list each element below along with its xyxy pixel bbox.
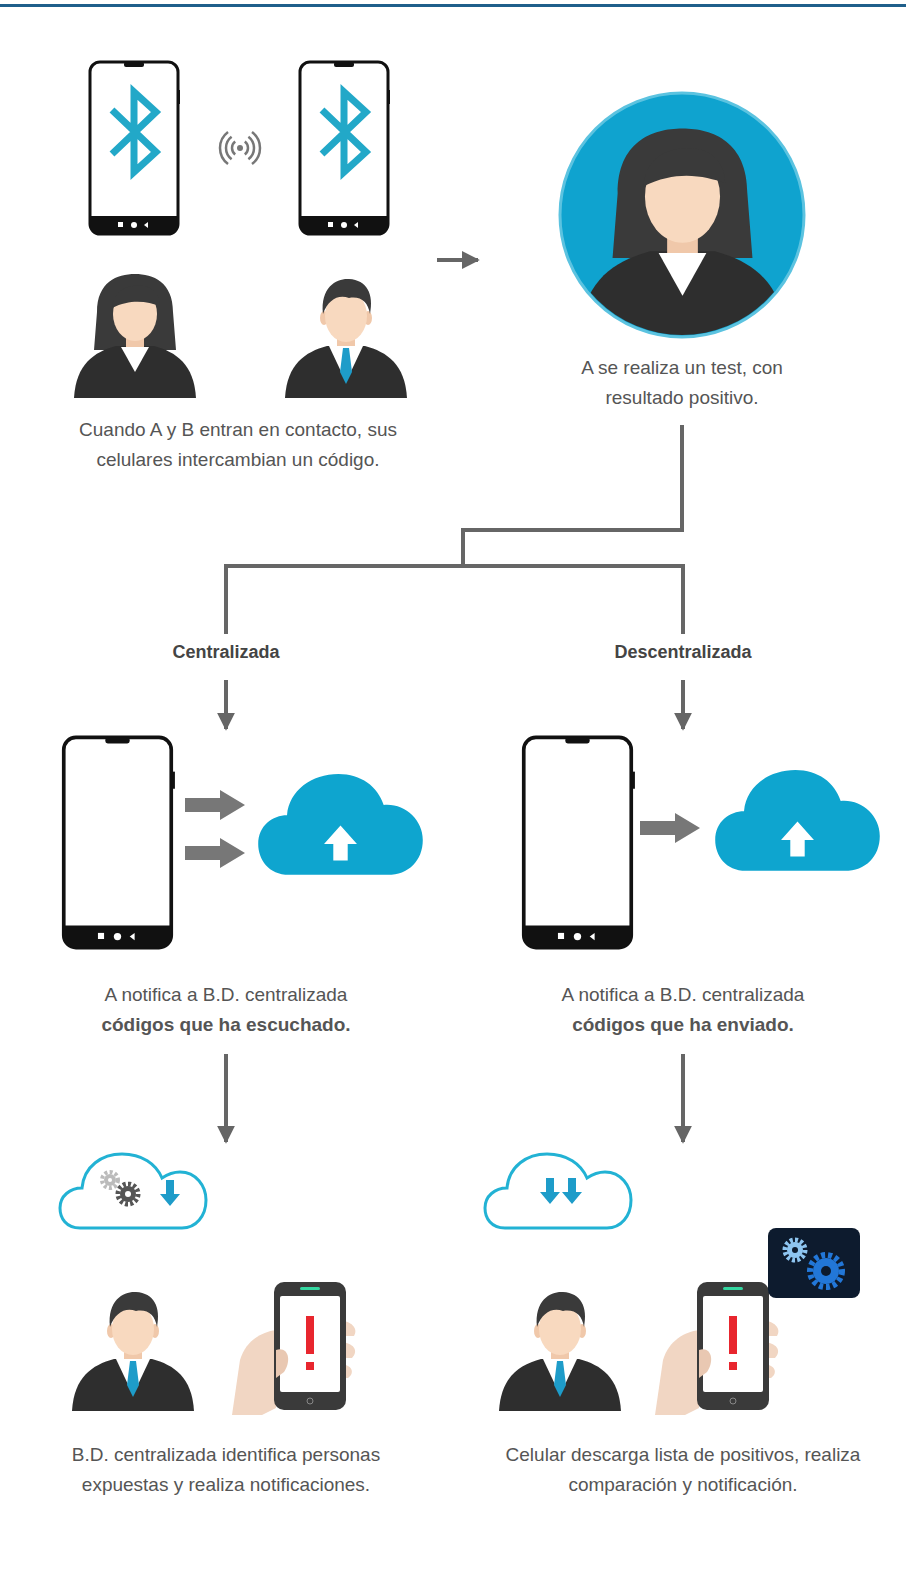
caption-text: A se realiza un test, con resultado posi… bbox=[552, 353, 812, 413]
phone-icon bbox=[300, 62, 391, 234]
illustration-group: B.D. centralizada identifica personas ex… bbox=[26, 1148, 426, 1508]
flow-connector bbox=[681, 1054, 685, 1142]
illustration-group: A notifica a B.D. centralizadacódigos qu… bbox=[26, 735, 426, 1048]
branch-label: Descentralizada bbox=[593, 638, 773, 674]
flow-connector bbox=[463, 425, 683, 634]
phone-icon bbox=[64, 737, 175, 947]
download-arrow bbox=[160, 1180, 180, 1206]
download-arrow bbox=[562, 1178, 582, 1204]
send-arrow bbox=[640, 813, 700, 843]
flow-connector bbox=[437, 258, 478, 262]
send-arrow bbox=[185, 838, 245, 868]
illustration-group: A notifica a B.D. centralizadacódigos qu… bbox=[483, 735, 883, 1048]
flow-connector bbox=[224, 1054, 228, 1142]
caption-text: A notifica a B.D. centralizada bbox=[36, 980, 416, 1010]
contact-illustration bbox=[74, 62, 407, 398]
branch-label: Centralizada bbox=[146, 638, 306, 674]
person-a bbox=[74, 274, 196, 398]
caption-text: Cuando A y B entran en contacto, sus cel… bbox=[48, 415, 428, 475]
signal-icon bbox=[220, 132, 260, 164]
illustration-group: Celular descarga lista de positivos, rea… bbox=[466, 1148, 900, 1508]
caption-text: códigos que ha enviado. bbox=[493, 1010, 873, 1040]
top-rule bbox=[0, 4, 906, 7]
upload-illustration bbox=[524, 737, 880, 947]
person-a bbox=[578, 128, 786, 340]
phone-icon bbox=[90, 62, 181, 234]
caption-text: B.D. centralizada identifica personas ex… bbox=[36, 1440, 416, 1500]
caption-text: A notifica a B.D. centralizada bbox=[493, 980, 873, 1010]
cloud-upload bbox=[715, 770, 880, 871]
person-b bbox=[72, 1292, 194, 1411]
alert-phone bbox=[232, 1282, 355, 1415]
cloud-upload bbox=[258, 774, 423, 875]
caption-text: Celular descarga lista de positivos, rea… bbox=[470, 1440, 896, 1500]
cloud-outline bbox=[485, 1154, 631, 1228]
phone-icon bbox=[524, 737, 635, 947]
branch-label-text: Descentralizada bbox=[593, 638, 773, 666]
gear-icon bbox=[768, 1228, 860, 1298]
notify-illustration bbox=[485, 1154, 860, 1415]
branch-label-text: Centralizada bbox=[146, 638, 306, 666]
illustration-group: A se realiza un test, con resultado posi… bbox=[482, 88, 882, 421]
download-arrow bbox=[540, 1178, 560, 1204]
gear-icon bbox=[102, 1172, 138, 1204]
person-b bbox=[285, 279, 407, 398]
test-illustration bbox=[560, 93, 804, 340]
caption-text: códigos que ha escuchado. bbox=[36, 1010, 416, 1040]
illustration-group: Cuando A y B entran en contacto, sus cel… bbox=[43, 50, 433, 483]
notify-illustration bbox=[60, 1154, 355, 1415]
cloud-outline bbox=[60, 1154, 206, 1228]
bluetooth-icon bbox=[112, 92, 156, 172]
person-b bbox=[499, 1292, 621, 1411]
flow-connector bbox=[224, 680, 228, 729]
send-arrow bbox=[185, 790, 245, 820]
bluetooth-icon bbox=[322, 92, 366, 172]
upload-illustration bbox=[64, 737, 423, 947]
flow-connector bbox=[681, 680, 685, 729]
alert-phone bbox=[655, 1282, 778, 1415]
